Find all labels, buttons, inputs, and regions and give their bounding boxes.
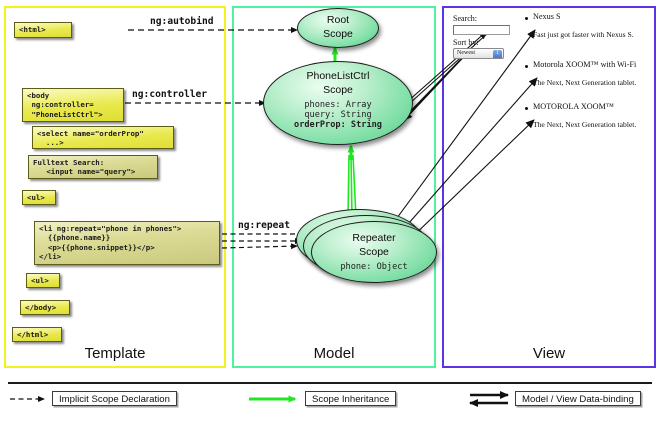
column-label-template: Template (84, 345, 146, 362)
code-box-ul-open: <ul> (22, 190, 56, 205)
code-box-html-close: </html> (12, 327, 62, 342)
edge-label-repeat: ng:repeat (238, 220, 290, 231)
column-label-model: Model (313, 345, 355, 362)
list-bullet (525, 17, 528, 20)
phone-snippet: The Next, Next Generation tablet. (533, 120, 637, 129)
scope-phonelistctrl-title-2: Scope (323, 84, 353, 96)
phone-snippet: Fast just got faster with Nexus S. (533, 30, 634, 39)
scope-phonelistctrl-prop-0: phones: Array (304, 100, 372, 110)
legend-scope-inheritance: Scope Inheritance (305, 391, 397, 406)
code-box-body-close: </body> (20, 300, 70, 315)
scope-phonelistctrl-prop-1: query: String (304, 110, 372, 120)
sort-select[interactable]: Newest (453, 48, 504, 59)
scope-root: Root Scope (297, 8, 379, 48)
list-bullet (525, 65, 528, 68)
phone-snippet: The Next, Next Generation tablet. (533, 78, 637, 87)
code-box-fulltext-search: Fulltext Search: <input name="query"> (28, 155, 158, 179)
edge-label-controller: ng:controller (132, 89, 208, 100)
legend-model-view-data-binding: Model / View Data-binding (515, 391, 641, 406)
scope-root-title-2: Scope (323, 28, 353, 40)
search-label: Search: (453, 14, 477, 23)
phone-name[interactable]: Motorola XOOM™ with Wi-Fi (533, 60, 637, 69)
code-box-li-repeat: <li ng:repeat="phone in phones"> {{phone… (34, 221, 220, 265)
code-box-ul-close: <ul> (26, 273, 60, 288)
scope-phonelistctrl-title-1: PhoneListCtrl (306, 70, 370, 82)
sort-select-value: Newest (457, 50, 475, 56)
phone-name[interactable]: MOTOROLA XOOM™ (533, 102, 614, 111)
scope-root-title-1: Root (326, 14, 350, 26)
phone-name[interactable]: Nexus S (533, 12, 561, 21)
chevron-updown-icon (493, 49, 502, 58)
scope-phonelistctrl: PhoneListCtrl Scope phones: Array query:… (263, 61, 413, 145)
scope-repeater-prop-0: phone: Object (340, 262, 408, 272)
code-box-body-open: <body ng:controller= "PhoneListCtrl"> (22, 88, 124, 122)
scope-phonelistctrl-prop-2: orderProp: String (294, 120, 382, 130)
legend-divider (8, 382, 652, 384)
edge-label-autobind: ng:autobind (150, 16, 214, 27)
search-input[interactable] (453, 25, 510, 35)
code-box-html-open: <html> (14, 22, 72, 38)
scope-repeater-title-1: Repeater (352, 232, 396, 244)
scope-repeater-title-2: Scope (359, 246, 389, 258)
scope-repeater: Repeater Scope phone: Object (311, 221, 437, 283)
list-bullet (525, 107, 528, 110)
code-box-select: <select name="orderProp" ...> (32, 126, 174, 149)
sort-label: Sort by: (453, 38, 479, 47)
column-label-view: View (532, 345, 566, 362)
legend-implicit-scope-declaration: Implicit Scope Declaration (52, 391, 177, 406)
